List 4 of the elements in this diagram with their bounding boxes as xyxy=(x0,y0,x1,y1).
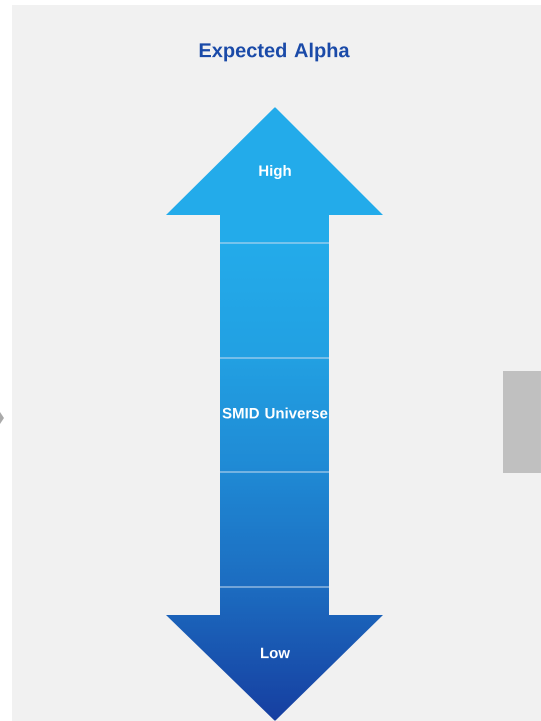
arrow-label: High xyxy=(259,164,291,180)
title: Expected Alpha xyxy=(200,42,350,62)
arrow-label: SMID Universe xyxy=(222,408,328,418)
arrow-label: Low xyxy=(261,648,290,658)
